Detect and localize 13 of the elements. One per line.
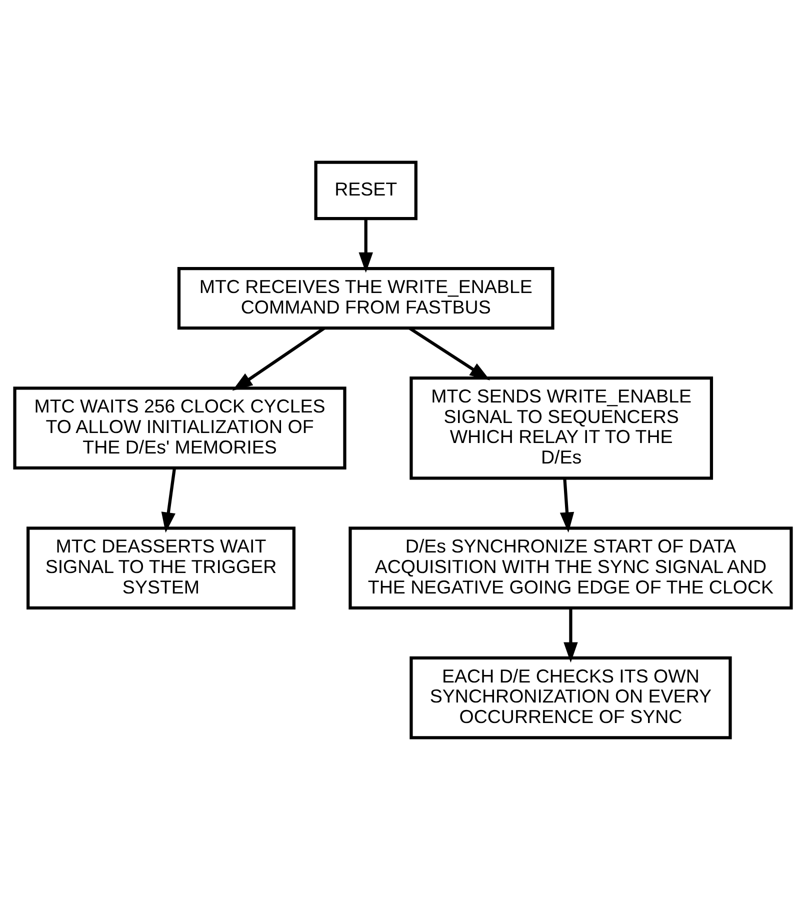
node-box: MTC WAITS 256 CLOCK CYCLES TO ALLOW INITIALIZATION OF THE D/Es' MEMORIES	[13, 386, 346, 470]
arrow	[358, 218, 373, 272]
arrow	[564, 608, 578, 662]
node-box: MTC SENDS WRITE_ENABLE SIGNAL TO SEQUENCERS WHICH RELAY IT TO THE D/Es	[410, 376, 714, 480]
node-box: MTC DEASSERTS WAIT SIGNAL TO THE TRIGGER SYSTEM	[26, 526, 296, 610]
arrow	[232, 326, 325, 390]
arrow	[161, 468, 176, 532]
arrow	[560, 478, 574, 532]
node-box: MTC RECEIVES THE WRITE_ENABLE COMMAND FROM FASTBUS	[177, 266, 554, 330]
node-box: RESET	[314, 160, 418, 220]
node-box: EACH D/E CHECKS ITS OWN SYNCHRONIZATION ON EVERY OCCURRENCE OF SYNC	[410, 656, 732, 739]
arrow	[408, 326, 490, 380]
node-box: D/Es SYNCHRONIZE START OF DATA ACQUISITION WITH THE SYNC SIGNAL AND THE NEGATIVE GOING EDGE OF THE CLOCK	[348, 526, 793, 610]
